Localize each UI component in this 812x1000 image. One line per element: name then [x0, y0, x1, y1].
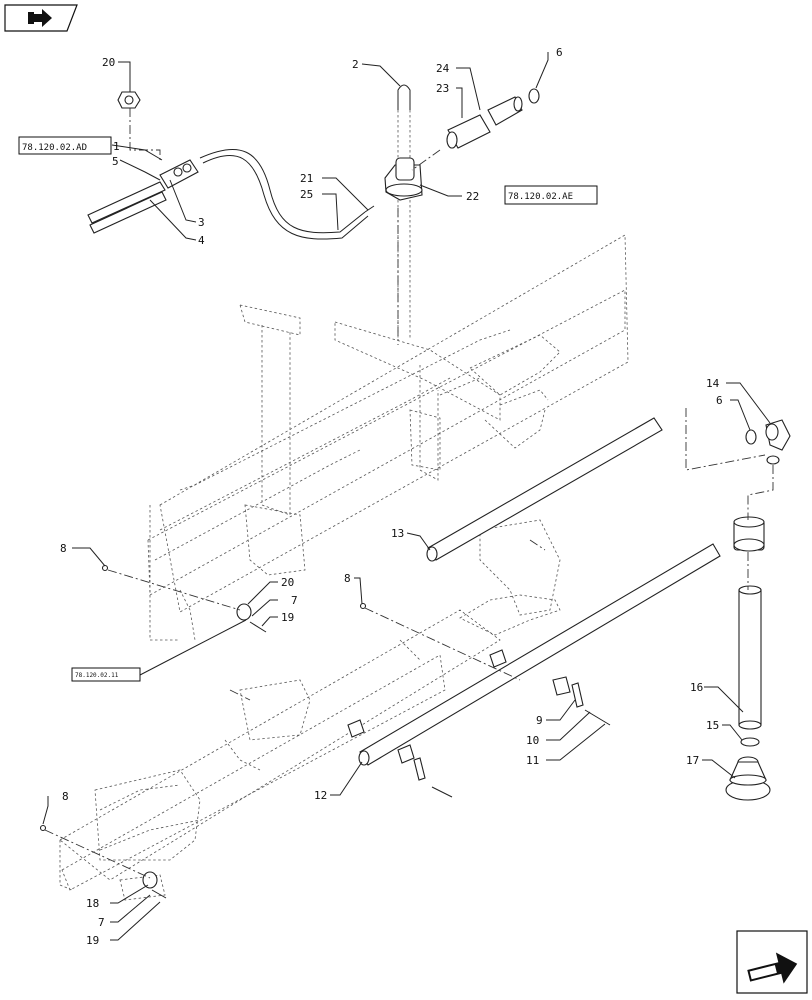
ref-box-al[interactable]: 78.120.02.11 [71, 667, 141, 682]
callout-11: 11 [526, 754, 539, 767]
foot-17 [725, 756, 771, 801]
callout-6-right: 6 [716, 394, 723, 407]
callout-24: 24 [436, 62, 450, 75]
leader-lines [42, 52, 771, 941]
ref-box-ad[interactable]: 78.120.02.AD [18, 136, 112, 155]
callout-25: 25 [300, 188, 313, 201]
callout-labels: 20 2 24 23 6 1 5 3 4 21 25 22 14 6 13 8 … [60, 46, 723, 947]
callout-8-mid: 8 [344, 572, 351, 585]
rod-2 [397, 84, 411, 340]
bolt-8c [39, 824, 47, 832]
fitting-24 [487, 96, 523, 126]
callout-1: 1 [113, 140, 120, 153]
bolt-8b [359, 602, 367, 610]
ring-6-right [745, 429, 757, 445]
next-page-button[interactable] [736, 930, 808, 994]
ref-label-ae: 78.120.02.AE [508, 192, 573, 202]
callout-9: 9 [536, 714, 543, 727]
clamps [347, 649, 611, 798]
previous-page-button[interactable] [4, 4, 78, 32]
boom-frame-phantom [147, 234, 629, 641]
callout-4: 4 [198, 234, 205, 247]
clip-20-left [236, 603, 267, 633]
callout-23: 23 [436, 82, 449, 95]
lower-boom-phantom [59, 519, 561, 901]
valve-22 [384, 157, 423, 201]
callout-20-top: 20 [102, 56, 115, 69]
callout-12: 12 [314, 789, 327, 802]
washer-15 [740, 737, 760, 747]
ref-box-ae[interactable]: 78.120.02.AE [504, 185, 598, 205]
callout-21: 21 [300, 172, 313, 185]
previous-page-arrow-icon [28, 9, 52, 27]
post-16 [738, 585, 762, 730]
callout-19-lower: 19 [86, 934, 99, 947]
callout-22: 22 [466, 190, 479, 203]
callout-2: 2 [352, 58, 359, 71]
fitting-23 [446, 114, 491, 149]
callout-6-top: 6 [556, 46, 563, 59]
ring-6-top [528, 88, 540, 104]
next-page-arrow-icon [747, 952, 798, 984]
callout-20-mid: 20 [281, 576, 294, 589]
callout-19-mid: 19 [281, 611, 294, 624]
bolt-8a [101, 564, 109, 572]
callout-16: 16 [690, 681, 703, 694]
callout-18: 18 [86, 897, 99, 910]
callout-10: 10 [526, 734, 539, 747]
clip-20-top [117, 91, 141, 109]
ref-label-ad: 78.120.02.AD [22, 143, 87, 153]
hose-assembly [87, 149, 375, 240]
callout-5: 5 [112, 155, 119, 168]
callout-3: 3 [198, 216, 205, 229]
elbow-14 [765, 419, 791, 465]
callout-8-left: 8 [60, 542, 67, 555]
alignment-lines [44, 108, 774, 879]
clip-18-lower [142, 871, 167, 899]
tube-12 [358, 543, 721, 766]
ref-label-al: 78.120.02.11 [75, 672, 119, 679]
callout-15: 15 [706, 719, 719, 732]
callout-7-lower: 7 [98, 916, 105, 929]
callout-17: 17 [686, 754, 699, 767]
tube-13 [426, 417, 663, 562]
callout-8-lower: 8 [62, 790, 69, 803]
callout-13: 13 [391, 527, 404, 540]
callout-14: 14 [706, 377, 720, 390]
callout-7-mid: 7 [291, 594, 298, 607]
bushing-top [733, 516, 765, 552]
